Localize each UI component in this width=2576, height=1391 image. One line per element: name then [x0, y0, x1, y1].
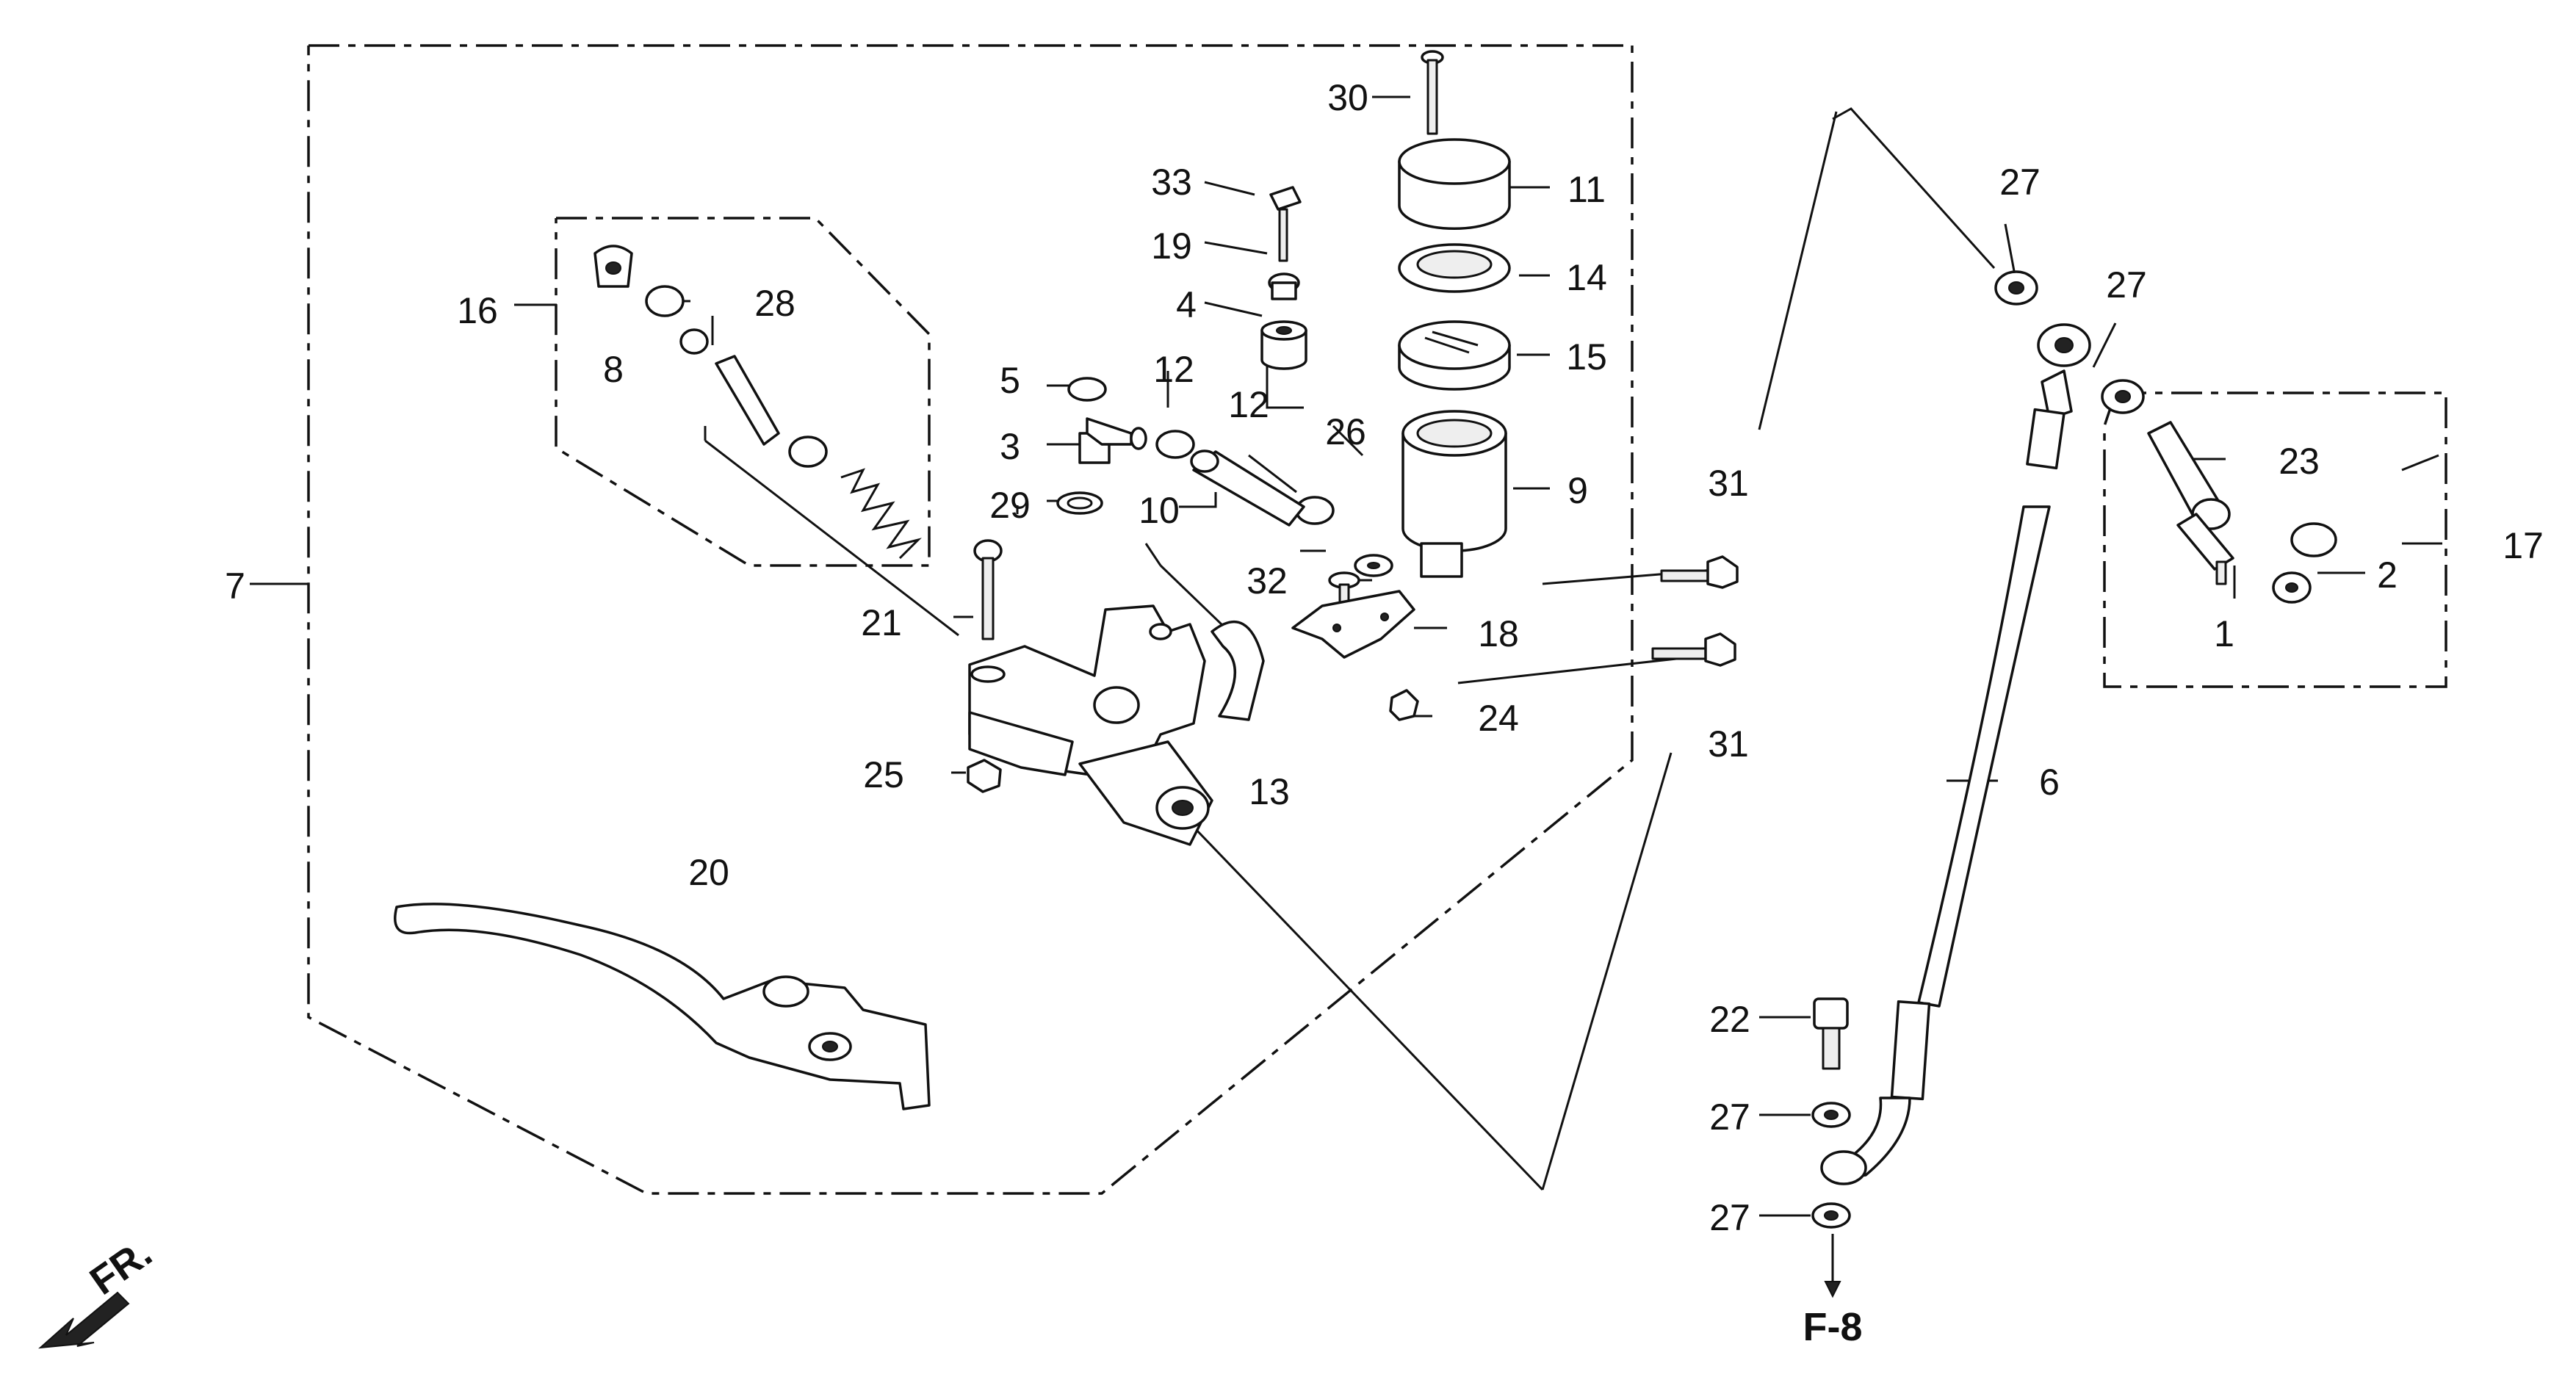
callout-31b: 31 [1708, 723, 1749, 765]
callout-27-lower: 27 [1709, 1096, 1750, 1138]
boot-8 [594, 245, 633, 288]
diaphragm-15 [1398, 320, 1511, 391]
grommet-4 [1260, 320, 1307, 370]
callout-labels: 1 2 3 4 5 6 7 8 9 10 11 12 12 13 14 15 1… [82, 77, 2544, 1349]
callout-33: 33 [1151, 162, 1192, 203]
callout-16: 16 [457, 290, 498, 331]
o-ring-29 [1056, 491, 1103, 515]
callout-27-top: 27 [1999, 162, 2041, 203]
callout-4: 4 [1176, 284, 1197, 325]
front-direction-arrow-icon [38, 1291, 130, 1349]
callout-7: 7 [225, 566, 245, 607]
callout-12b: 12 [1228, 384, 1269, 425]
callout-30: 30 [1327, 77, 1368, 118]
holder-13 [1211, 620, 1265, 721]
washer-19 [1268, 272, 1300, 300]
washer-27-bottom [1811, 1202, 1851, 1229]
callout-5: 5 [1000, 360, 1020, 401]
callout-15: 15 [1566, 336, 1607, 377]
callout-32: 32 [1246, 560, 1288, 601]
master-cylinder-body [968, 604, 1213, 846]
callout-26: 26 [1325, 411, 1366, 452]
callout-22: 22 [1709, 999, 1750, 1040]
bolt-31b [1651, 632, 1736, 667]
nut-24 [1389, 689, 1419, 721]
reference-arrow [1824, 1234, 1841, 1298]
callout-25: 25 [863, 754, 904, 795]
callout-10: 10 [1139, 490, 1180, 531]
brake-hose-6 [1820, 323, 2091, 1185]
leader-lines [250, 95, 2442, 1217]
callout-14: 14 [1566, 257, 1607, 298]
callout-20: 20 [688, 852, 729, 893]
clip-5 [1067, 377, 1107, 402]
circlip-28 [645, 285, 685, 317]
hose-clip-12a [1155, 430, 1195, 459]
callout-27-right: 27 [2106, 264, 2147, 306]
callout-3: 3 [1000, 426, 1020, 467]
reservoir-cap-11 [1398, 138, 1511, 230]
assembly-boundary-7 [307, 44, 1634, 1195]
brake-lever-20 [394, 903, 931, 1110]
joint-3 [1078, 417, 1147, 464]
callout-28: 28 [754, 283, 795, 324]
boot-2 [2272, 522, 2337, 604]
callout-18: 18 [1478, 613, 1519, 654]
callout-8: 8 [603, 349, 624, 390]
washer-27-top [1994, 270, 2038, 306]
washer-27-lower [1811, 1102, 1851, 1128]
reservoir-9 [1401, 410, 1507, 578]
bolt-33 [1269, 186, 1302, 262]
callout-9: 9 [1567, 470, 1588, 511]
callout-23: 23 [2279, 441, 2320, 482]
pivot-bolt-21 [973, 539, 1003, 640]
washer-27-right [2101, 379, 2145, 414]
callout-13: 13 [1249, 771, 1290, 812]
piston-16 [679, 328, 828, 468]
hose-10 [1190, 449, 1305, 527]
bolt-set-boundary-17 [2103, 391, 2447, 688]
direction-label: FR. [82, 1231, 160, 1304]
callout-24: 24 [1478, 698, 1519, 739]
washer-26 [1354, 554, 1393, 577]
oil-bolt-22 [1813, 997, 1849, 1070]
plate-14 [1398, 243, 1511, 293]
spring [840, 468, 922, 560]
callout-1: 1 [2214, 613, 2234, 654]
callout-21: 21 [861, 602, 902, 643]
callout-31a: 31 [1708, 463, 1749, 504]
screw-30 [1421, 50, 1444, 135]
reference-label: F-8 [1803, 1305, 1863, 1349]
callout-6: 6 [2039, 762, 2060, 803]
bolt-31a [1660, 555, 1739, 589]
callout-29: 29 [989, 485, 1031, 526]
callout-19: 19 [1151, 225, 1192, 267]
nut-25 [967, 759, 1002, 793]
callout-2: 2 [2377, 554, 2398, 596]
callout-17: 17 [2503, 525, 2544, 566]
switch-1 [2176, 513, 2234, 585]
oil-bolt-23 [2147, 421, 2231, 530]
callout-27-bottom: 27 [1709, 1197, 1750, 1238]
bracket-18 [1291, 590, 1415, 659]
callout-12a: 12 [1153, 349, 1194, 390]
callout-11: 11 [1567, 169, 1606, 210]
